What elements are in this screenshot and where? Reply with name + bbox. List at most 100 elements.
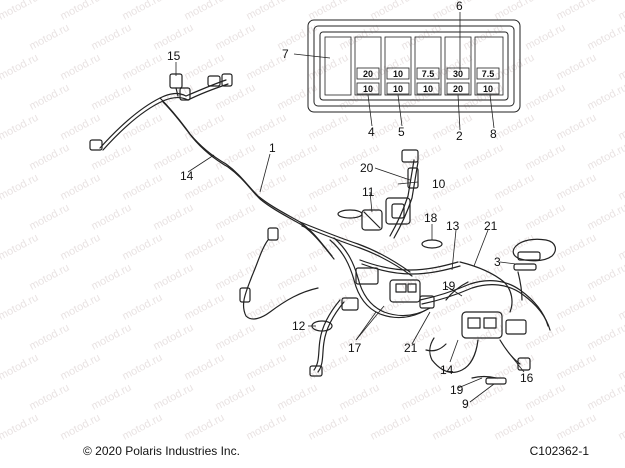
watermark-text: motod.ru xyxy=(0,172,40,203)
watermark-text: motod.ru xyxy=(182,0,226,23)
watermark-text: motod.ru xyxy=(58,232,102,263)
watermark-text: motod.ru xyxy=(244,0,288,23)
watermark-text: motod.ru xyxy=(0,52,40,83)
callout-3: 3 xyxy=(494,255,501,269)
watermark-text: motod.ru xyxy=(89,202,133,233)
watermark-text: motod.ru xyxy=(461,142,505,173)
watermark-text: motod.ru xyxy=(120,412,164,443)
watermark-text: motod.ru xyxy=(585,262,625,293)
watermark-text: motod.ru xyxy=(151,322,195,353)
watermark-text: motod.ru xyxy=(616,412,625,443)
watermark-text: motod.ru xyxy=(89,142,133,173)
watermark-text: motod.ru xyxy=(58,52,102,83)
callout-2: 2 xyxy=(456,129,463,143)
watermark-text: motod.ru xyxy=(182,232,226,263)
watermark-text: motod.ru xyxy=(27,142,71,173)
watermark-text: motod.ru xyxy=(213,202,257,233)
callout-14b: 14 xyxy=(440,363,454,377)
watermark-text: motod.ru xyxy=(368,52,412,83)
watermark-text: motod.ru xyxy=(616,232,625,263)
watermark-text: motod.ru xyxy=(306,292,350,323)
callout-4: 4 xyxy=(368,125,375,139)
watermark-text: motod.ru xyxy=(27,22,71,53)
watermark-text: motod.ru xyxy=(89,22,133,53)
watermark-text: motod.ru xyxy=(151,262,195,293)
watermark-text: motod.ru xyxy=(89,82,133,113)
watermark-text: motod.ru xyxy=(120,0,164,23)
watermark-text: motod.ru xyxy=(399,382,443,413)
watermark-text: motod.ru xyxy=(213,22,257,53)
watermark-text: motod.ru xyxy=(368,352,412,383)
watermark-text: motod.ru xyxy=(306,112,350,143)
watermark-text: motod.ru xyxy=(275,262,319,293)
callout-20: 20 xyxy=(360,161,374,175)
watermark-text: motod.ru xyxy=(58,172,102,203)
callout-numbers: 1 2 3 4 5 6 7 8 9 10 11 12 13 14 14 15 1… xyxy=(167,0,534,411)
watermark-text: motod.ru xyxy=(275,82,319,113)
watermark-text: motod.ru xyxy=(337,82,381,113)
watermark-text: motod.ru xyxy=(585,322,625,353)
watermark-text: motod.ru xyxy=(58,292,102,323)
watermark-text: motod.ru xyxy=(554,412,598,443)
callout-14a: 14 xyxy=(180,169,194,183)
watermark-text: motod.ru xyxy=(151,22,195,53)
fuse-top-2: 10 xyxy=(393,69,403,79)
watermark-text: motod.ru xyxy=(0,232,40,263)
callout-16: 16 xyxy=(520,371,534,385)
watermark-text: motod.ru xyxy=(244,112,288,143)
callout-7: 7 xyxy=(282,47,289,61)
watermark-text: motod.ru xyxy=(430,0,474,23)
callout-1: 1 xyxy=(269,141,276,155)
watermark-text: motod.ru xyxy=(306,412,350,443)
watermark-text: motod.ru xyxy=(523,22,567,53)
fuse-top-1: 20 xyxy=(363,69,373,79)
watermark-text: motod.ru xyxy=(523,142,567,173)
watermark-text: motod.ru xyxy=(58,112,102,143)
watermark-text: motod.ru xyxy=(523,262,567,293)
watermark-text: motod.ru xyxy=(120,232,164,263)
watermark-text: motod.ru xyxy=(120,52,164,83)
watermark-text: motod.ru xyxy=(182,412,226,443)
watermark-text: motod.ru xyxy=(368,0,412,23)
watermark-text: motod.ru xyxy=(492,412,536,443)
watermark-text: motod.ru xyxy=(306,172,350,203)
watermark-text: motod.ru xyxy=(523,82,567,113)
watermark-text: motod.ru xyxy=(89,382,133,413)
watermark-text: motod.ru xyxy=(523,202,567,233)
callout-6: 6 xyxy=(456,0,463,13)
watermark-text: motod.ru xyxy=(89,322,133,353)
watermark-text: motod.ru xyxy=(430,112,474,143)
watermark-text: motod.ru xyxy=(0,412,40,443)
watermark-text: motod.ru xyxy=(554,52,598,83)
watermark-text: motod.ru xyxy=(0,352,40,383)
watermark-text: motod.ru xyxy=(213,322,257,353)
watermark-text: motod.ru xyxy=(120,352,164,383)
fuse-bottom-5: 10 xyxy=(483,84,493,94)
watermark-text: motod.ru xyxy=(616,352,625,383)
watermark-text: motod.ru xyxy=(585,82,625,113)
callout-19b: 19 xyxy=(450,383,464,397)
fuse-top-3: 7.5 xyxy=(422,69,435,79)
watermark-text: motod.ru xyxy=(616,52,625,83)
callout-21a: 21 xyxy=(484,219,498,233)
fuse-bottom-3: 10 xyxy=(423,84,433,94)
watermark-text: motod.ru xyxy=(27,202,71,233)
watermark-text: motod.ru xyxy=(58,352,102,383)
watermark-text: motod.ru xyxy=(89,262,133,293)
fuse-bottom-2: 10 xyxy=(393,84,403,94)
watermark-text: motod.ru xyxy=(585,382,625,413)
callout-19a: 19 xyxy=(442,279,456,293)
fuse-box xyxy=(307,19,521,113)
watermark-text: motod.ru xyxy=(244,172,288,203)
watermark-text: motod.ru xyxy=(399,142,443,173)
watermark-text: motod.ru xyxy=(151,142,195,173)
callout-18: 18 xyxy=(424,211,438,225)
watermark-text: motod.ru xyxy=(585,202,625,233)
watermark-text: motod.ru xyxy=(244,232,288,263)
watermark-text: motod.ru xyxy=(337,382,381,413)
callout-13: 13 xyxy=(446,219,460,233)
fuse-top-4: 30 xyxy=(453,69,463,79)
watermark-text: motod.ru xyxy=(616,112,625,143)
watermark-text: motod.ru xyxy=(554,172,598,203)
